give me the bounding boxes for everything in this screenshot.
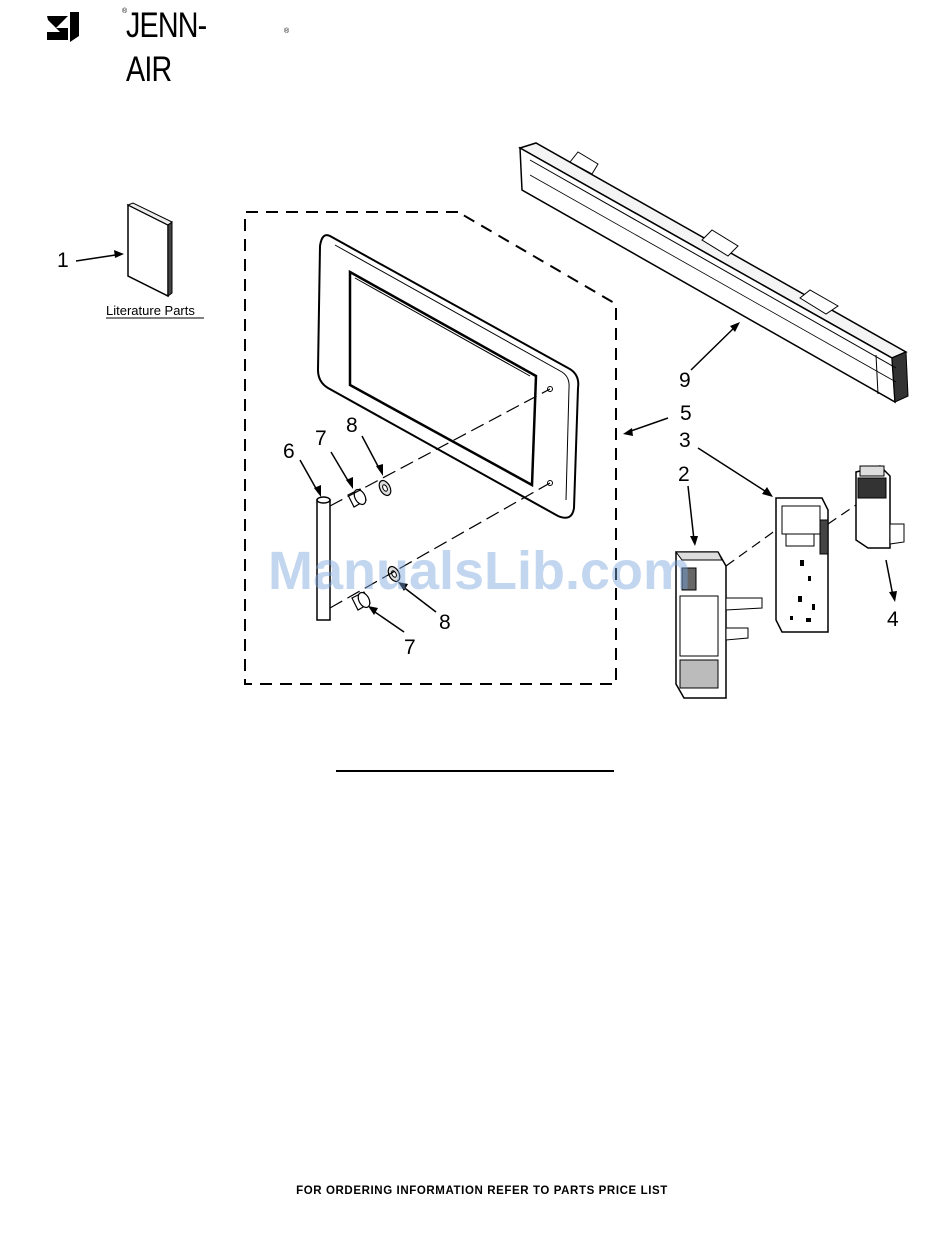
callout-leader-4 xyxy=(886,560,893,596)
control-board xyxy=(776,498,828,632)
callout-9: 9 xyxy=(679,369,691,392)
washer-upper xyxy=(377,479,393,498)
callout-7-upper: 7 xyxy=(315,427,327,450)
watermark-text: ManualsLib.com xyxy=(268,540,691,602)
callout-leader-7a xyxy=(331,452,350,484)
callout-arrow-4 xyxy=(889,591,897,602)
callout-8-upper: 8 xyxy=(346,414,358,437)
callout-leader-2 xyxy=(688,486,694,540)
callout-arrow-1 xyxy=(114,250,124,258)
callout-4: 4 xyxy=(887,608,899,631)
callout-2: 2 xyxy=(678,463,690,486)
callout-leader-6 xyxy=(300,460,318,492)
callout-7-lower: 7 xyxy=(404,636,416,659)
callout-arrow-5 xyxy=(623,428,633,436)
callout-3: 3 xyxy=(679,429,691,452)
callout-arrow-2 xyxy=(690,536,698,546)
callout-leader-7b xyxy=(372,610,404,632)
door-panel xyxy=(318,235,578,518)
callout-leader-5 xyxy=(628,418,668,432)
callout-leader-9 xyxy=(691,325,737,370)
explode-line-control-2 xyxy=(828,505,856,524)
vent-grille xyxy=(520,143,908,402)
literature-book xyxy=(128,203,172,296)
callout-5: 5 xyxy=(680,402,692,425)
display-module xyxy=(856,466,904,548)
callout-arrow-8a xyxy=(376,464,383,476)
ordering-footer-note: FOR ORDERING INFORMATION REFER TO PARTS … xyxy=(0,1185,950,1197)
callout-6: 6 xyxy=(283,440,295,463)
callout-1: 1 xyxy=(57,249,69,272)
literature-parts-label: Literature Parts xyxy=(106,303,195,318)
callout-leader-8a xyxy=(362,436,380,470)
callout-leader-3 xyxy=(698,448,768,493)
explode-line-control-1 xyxy=(726,530,776,566)
callout-8-lower: 8 xyxy=(439,611,451,634)
callout-arrow-3 xyxy=(762,487,773,497)
